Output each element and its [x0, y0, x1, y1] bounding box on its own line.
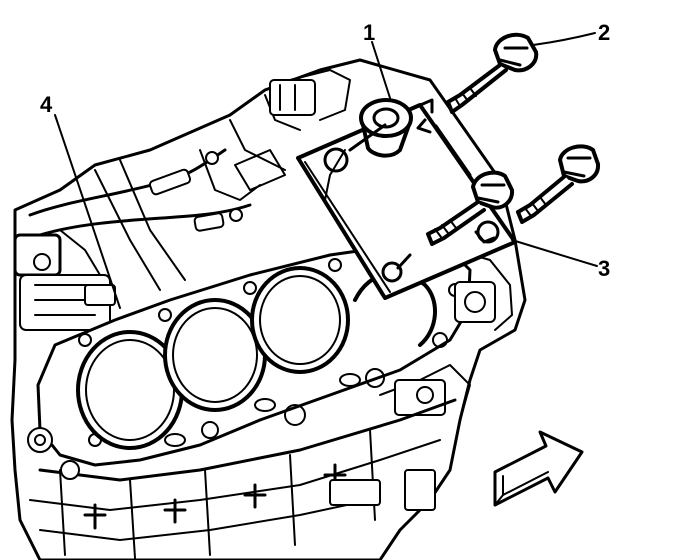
engine-block	[10, 58, 527, 560]
bolt-middle	[426, 170, 515, 246]
leader-lines	[54, 32, 598, 309]
cylinder-bores	[76, 266, 438, 450]
callout-3: 3	[598, 256, 610, 281]
callout-1: 1	[363, 20, 375, 45]
spacer-bushing	[348, 98, 413, 158]
front-direction-arrow-icon	[493, 430, 584, 507]
bolt-upper	[446, 32, 539, 114]
alignment-guides	[324, 98, 496, 270]
callout-4: 4	[40, 92, 53, 117]
callout-2: 2	[598, 20, 610, 45]
bolt-lower	[516, 144, 601, 224]
